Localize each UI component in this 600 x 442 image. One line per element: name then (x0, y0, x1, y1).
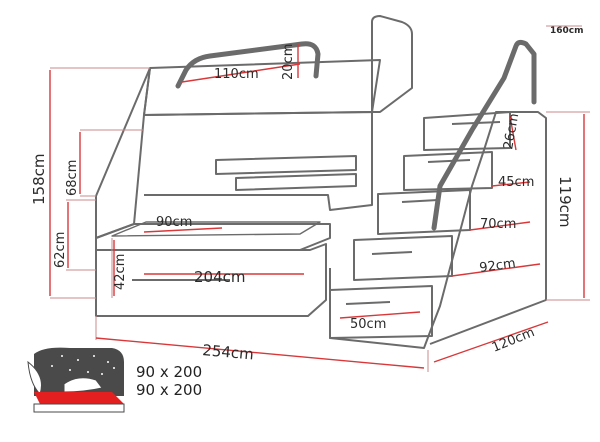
mattress-size-1: 90 x 200 (136, 363, 202, 381)
label-lower-front-height: 62cm (53, 232, 68, 268)
label-total-length: 254cm (202, 341, 255, 363)
lower-bed-mattress (111, 221, 321, 237)
pillow (63, 377, 103, 393)
night-sky-shape (34, 347, 124, 396)
stair-step-1 (423, 111, 511, 151)
label-step-4: 92cm (478, 256, 516, 276)
label-step-3: 70cm (480, 217, 516, 232)
stair-step-5 (329, 285, 433, 339)
mattress-red (34, 392, 124, 404)
label-stairs-depth: 120cm (490, 325, 537, 356)
tall-side-panel (371, 15, 413, 113)
top-guard-rail (175, 41, 321, 89)
stair-block (329, 111, 547, 349)
label-drawer-height: 42cm (113, 254, 128, 290)
label-stairs-height: 119cm (556, 176, 574, 228)
step-handle-4 (371, 251, 413, 255)
step-handle-3 (401, 199, 439, 203)
stair-handrail (431, 39, 537, 231)
mattress-base (33, 403, 125, 413)
label-upper-front-height: 68cm (65, 160, 80, 196)
step-handle-5 (345, 301, 391, 305)
mattress-icon (27, 347, 125, 413)
label-bottom-drawer: 50cm (350, 317, 386, 332)
upper-bunk-left-panel (95, 67, 151, 239)
label-top-rail-height: 20cm (281, 44, 296, 80)
label-total-height: 158cm (30, 154, 48, 206)
stair-step-2 (403, 151, 493, 191)
label-step-2: 45cm (498, 175, 534, 190)
dimension-lines (49, 44, 585, 369)
upper-bunk-front (143, 111, 373, 211)
mattress-size-2: 90 x 200 (136, 381, 202, 399)
stars (51, 355, 115, 375)
label-top-height: 160cm (550, 26, 584, 36)
step-handle-2 (427, 159, 471, 163)
label-bed-length: 204cm (194, 268, 246, 286)
bed-frame (95, 15, 547, 349)
label-top-rail-width: 110cm (214, 67, 259, 82)
stair-step-4 (353, 235, 453, 281)
shelf-upper (215, 155, 357, 175)
guide-lines (50, 25, 590, 372)
stair-step-3 (377, 189, 471, 235)
label-step-1: 26cm (501, 112, 522, 150)
shelf-lower (235, 173, 357, 191)
label-lower-bed-width: 90cm (156, 215, 192, 230)
